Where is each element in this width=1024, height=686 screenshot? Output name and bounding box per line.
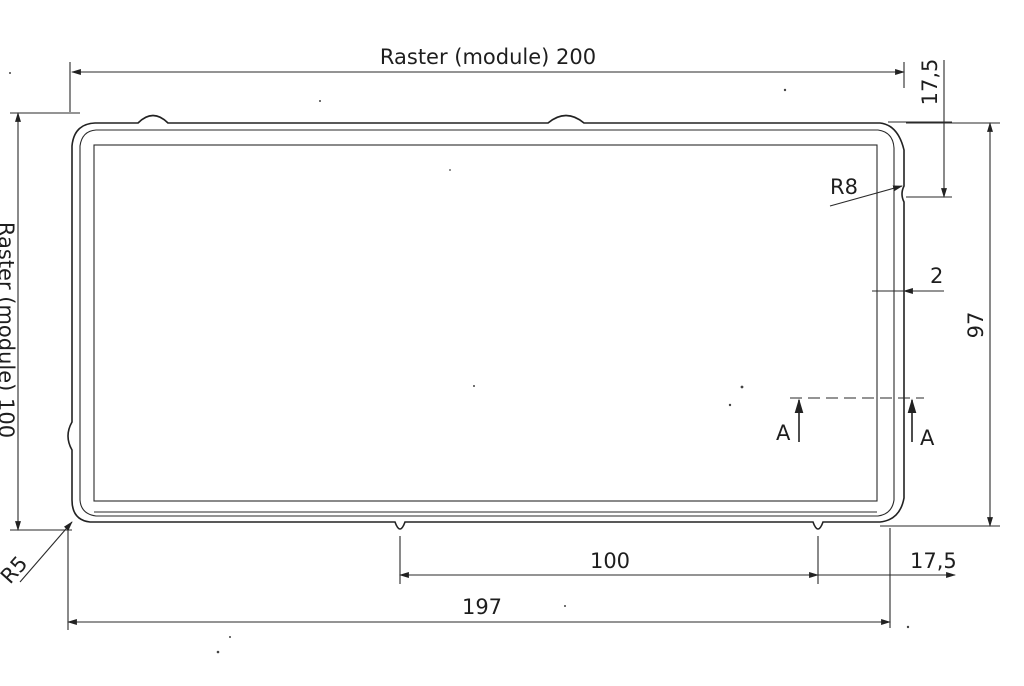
label-raster-top: Raster (module) 200	[380, 45, 596, 69]
label-17-5-top: 17,5	[918, 59, 942, 106]
label-r8: R8	[830, 175, 858, 199]
label-97: 97	[964, 312, 988, 339]
tray-outer-outline	[67, 114, 905, 530]
label-section-a-left: A	[776, 421, 791, 445]
tray-base	[93, 144, 878, 502]
label-section-a-right: A	[920, 426, 935, 450]
label-2: 2	[930, 264, 943, 288]
label-100: 100	[590, 549, 630, 573]
label-17-5-bottom: 17,5	[910, 549, 957, 573]
leader-r5	[19, 521, 73, 583]
scan-specks	[9, 72, 910, 654]
label-r5: R5	[0, 552, 32, 589]
leader-r8	[829, 185, 903, 207]
label-197: 197	[462, 595, 502, 619]
tray-inner-outline	[79, 129, 895, 517]
label-raster-left: Raster (module) 100	[0, 222, 18, 438]
